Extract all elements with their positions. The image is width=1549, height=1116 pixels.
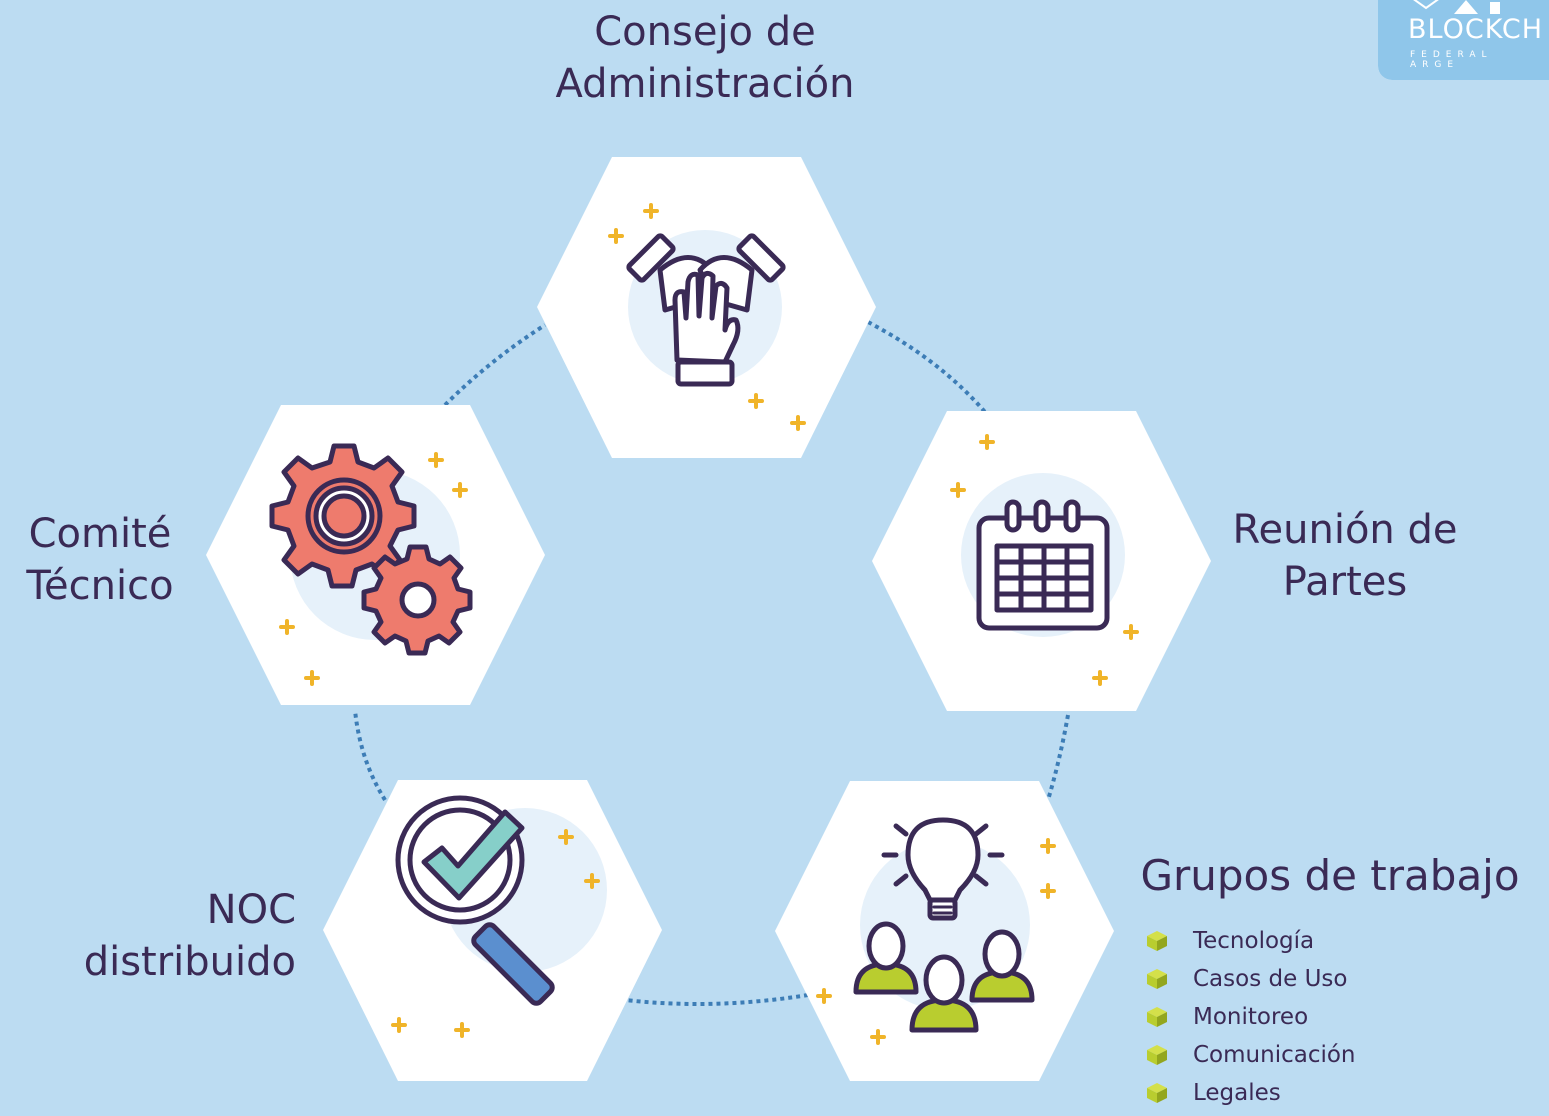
sparkle-icon [1040,883,1056,899]
sparkle-icon [428,452,444,468]
list-item: Casos de Uso [1146,964,1356,994]
sparkle-icon [304,670,320,686]
sparkle-icon [454,1022,470,1038]
connector-noc-comite [353,709,387,802]
list-item-label: Legales [1193,1080,1281,1106]
label-comite-line-2: Técnico [26,563,174,609]
connector-comite-consejo [443,323,547,407]
connector-grupos-noc [624,993,809,1006]
sparkle-icon [748,393,764,409]
list-item-label: Casos de Uso [1193,966,1348,992]
sparkle-icon [452,482,468,498]
list-item: Monitoreo [1146,1002,1356,1032]
handshake-icon [626,233,786,387]
label-comite: Comité Técnico [0,508,200,612]
cube-bullet-icon [1147,1083,1167,1103]
list-item: Legales [1146,1078,1356,1108]
connector-consejo-reunion [867,320,987,414]
label-grupos: Grupos de trabajo [1120,850,1540,902]
sparkle-icon [950,482,966,498]
sparkle-icon [391,1017,407,1033]
logo: BLOCKCH FEDERAL ARGE [1378,0,1549,80]
sparkle-icon [1040,838,1056,854]
logo-mark-icon [1413,0,1500,14]
label-noc: NOC distribuido [40,884,296,988]
sparkle-icon [1123,624,1139,640]
connector-ring [353,320,1070,1006]
person-center [909,954,979,1033]
sparkle-icon [608,228,624,244]
cube-bullet-icon [1147,931,1167,951]
grupos-list: Tecnología Casos de Uso Monitoreo Comuni… [1146,926,1356,1116]
sparkle-icon [279,619,295,635]
check-mark [421,809,525,901]
lightbulb [881,817,1005,921]
large-gear [269,443,417,589]
list-item: Comunicación [1146,1040,1356,1070]
cube-bullet-icon [1147,969,1167,989]
magnifier-handle [471,922,555,1006]
calendar-icon [976,499,1110,631]
sparkle-icon [790,415,806,431]
label-consejo: Consejo de Administración [480,6,930,110]
magnifier-check-icon [395,795,555,1006]
label-comite-line-1: Comité [28,511,172,557]
label-reunion-line-1: Reunión de [1232,507,1458,553]
logo-wordmark: BLOCKCH [1408,14,1544,45]
sparkle-icon [1092,670,1108,686]
sparkle-icon [816,988,832,1004]
sparkles [279,203,1139,1045]
label-grupos-line-1: Grupos de trabajo [1140,851,1520,900]
label-reunion: Reunión de Partes [1200,504,1490,608]
connector-reunion-grupos [1046,714,1070,801]
sparkle-icon [643,203,659,219]
list-item-label: Comunicación [1193,1042,1356,1068]
list-item-label: Tecnología [1193,928,1315,954]
sparkle-icon [870,1029,886,1045]
sparkle-icon [979,434,995,450]
label-noc-line-1: NOC [206,887,296,933]
label-consejo-line-2: Administración [555,61,855,107]
cube-bullet-icon [1147,1007,1167,1027]
label-reunion-line-2: Partes [1282,559,1408,605]
cube-bullet-icon [1147,1045,1167,1065]
sparkle-icon [558,829,574,845]
person-right [969,929,1035,1003]
logo-subtitle: FEDERAL ARGE [1410,50,1493,70]
gears-icon [269,443,473,656]
ideas-team-icon [853,817,1035,1033]
list-item: Tecnología [1146,926,1356,956]
small-gear [361,544,473,656]
person-left [853,921,919,995]
list-item-label: Monitoreo [1193,1004,1309,1030]
label-noc-line-2: distribuido [83,939,296,985]
sparkle-icon [584,873,600,889]
label-consejo-line-1: Consejo de [594,9,816,55]
